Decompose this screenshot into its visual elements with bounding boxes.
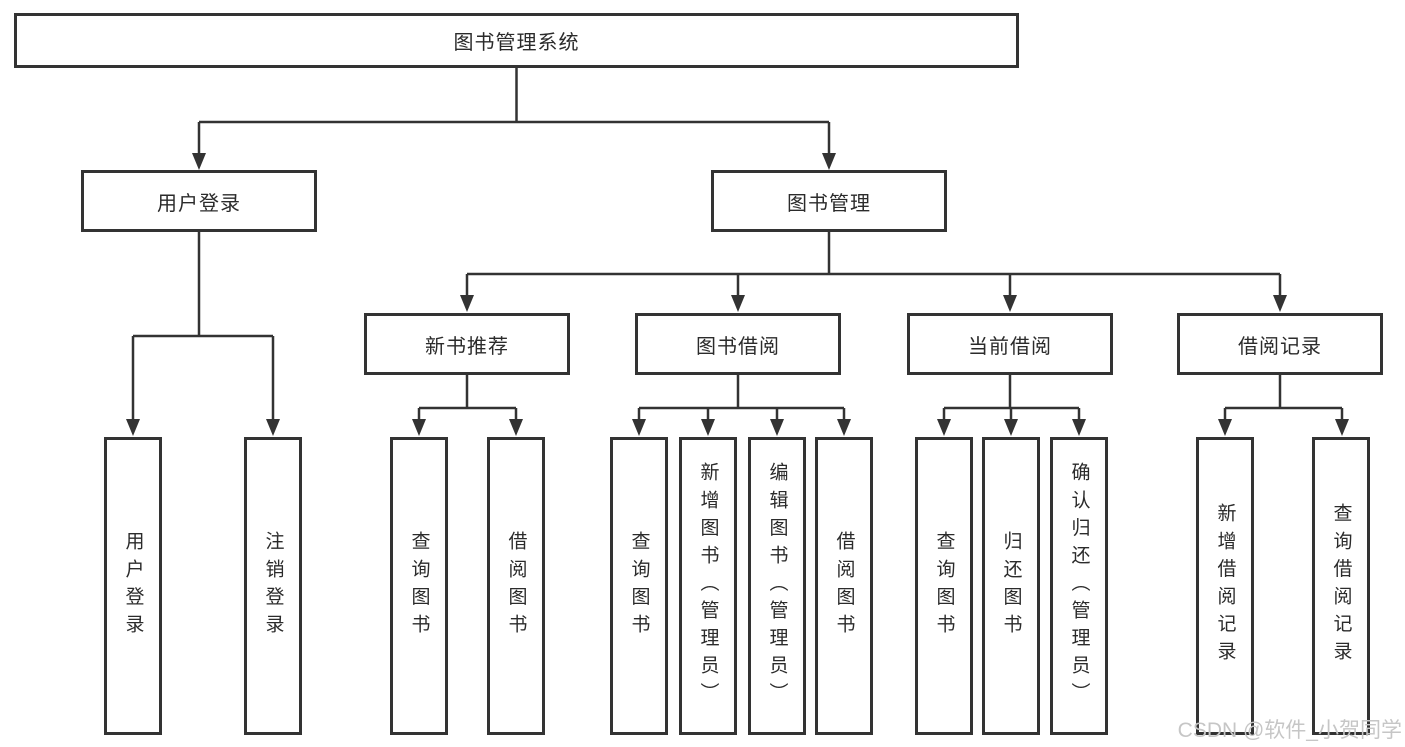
node-label: 图书管理系统	[453, 32, 580, 54]
node-add-borrow-record: 新增借阅记录	[1196, 437, 1254, 735]
node-current-borrowing: 当前借阅	[907, 313, 1113, 375]
node-label: 借阅图书	[833, 530, 855, 642]
node-label: 查询图书	[408, 530, 430, 642]
node-label: 注销登录	[262, 530, 284, 642]
node-label: 编辑图书（管理员）	[766, 462, 788, 710]
node-add-books-admin: 新增图书（管理员）	[679, 437, 737, 735]
node-label: 当前借阅	[968, 335, 1052, 358]
node-borrow-records: 借阅记录	[1177, 313, 1383, 375]
node-library-management-system: 图书管理系统	[14, 13, 1019, 68]
node-query-books-current: 查询图书	[915, 437, 973, 735]
node-label: 归还图书	[1000, 530, 1022, 642]
node-label: 查询图书	[628, 530, 650, 642]
csdn-watermark: CSDN @软件_小贺同学	[1177, 719, 1402, 742]
node-borrow-books-recommend: 借阅图书	[487, 437, 545, 735]
node-return-books: 归还图书	[982, 437, 1040, 735]
node-borrow-books-borrow: 借阅图书	[815, 437, 873, 735]
node-label: 图书借阅	[696, 335, 780, 358]
node-label: 用户登录	[122, 530, 144, 642]
node-book-borrowing: 图书借阅	[635, 313, 841, 375]
node-new-book-recommendation: 新书推荐	[364, 313, 570, 375]
node-user-login-action: 用户登录	[104, 437, 162, 735]
node-label: 确认归还（管理员）	[1068, 462, 1090, 710]
node-logout-action: 注销登录	[244, 437, 302, 735]
node-label: 新增图书（管理员）	[697, 462, 719, 710]
node-confirm-return-admin: 确认归还（管理员）	[1050, 437, 1108, 735]
node-label: 查询借阅记录	[1330, 503, 1352, 669]
node-user-login: 用户登录	[81, 170, 317, 232]
node-label: 借阅图书	[505, 530, 527, 642]
node-edit-books-admin: 编辑图书（管理员）	[748, 437, 806, 735]
node-label: 新书推荐	[425, 335, 509, 358]
node-label: 新增借阅记录	[1214, 503, 1236, 669]
node-label: 查询图书	[933, 530, 955, 642]
node-query-books-recommend: 查询图书	[390, 437, 448, 735]
node-label: 借阅记录	[1238, 335, 1322, 358]
node-query-books-borrow: 查询图书	[610, 437, 668, 735]
node-label: 图书管理	[787, 192, 871, 215]
node-query-borrow-record: 查询借阅记录	[1312, 437, 1370, 735]
node-label: 用户登录	[157, 192, 241, 215]
node-book-management: 图书管理	[711, 170, 947, 232]
